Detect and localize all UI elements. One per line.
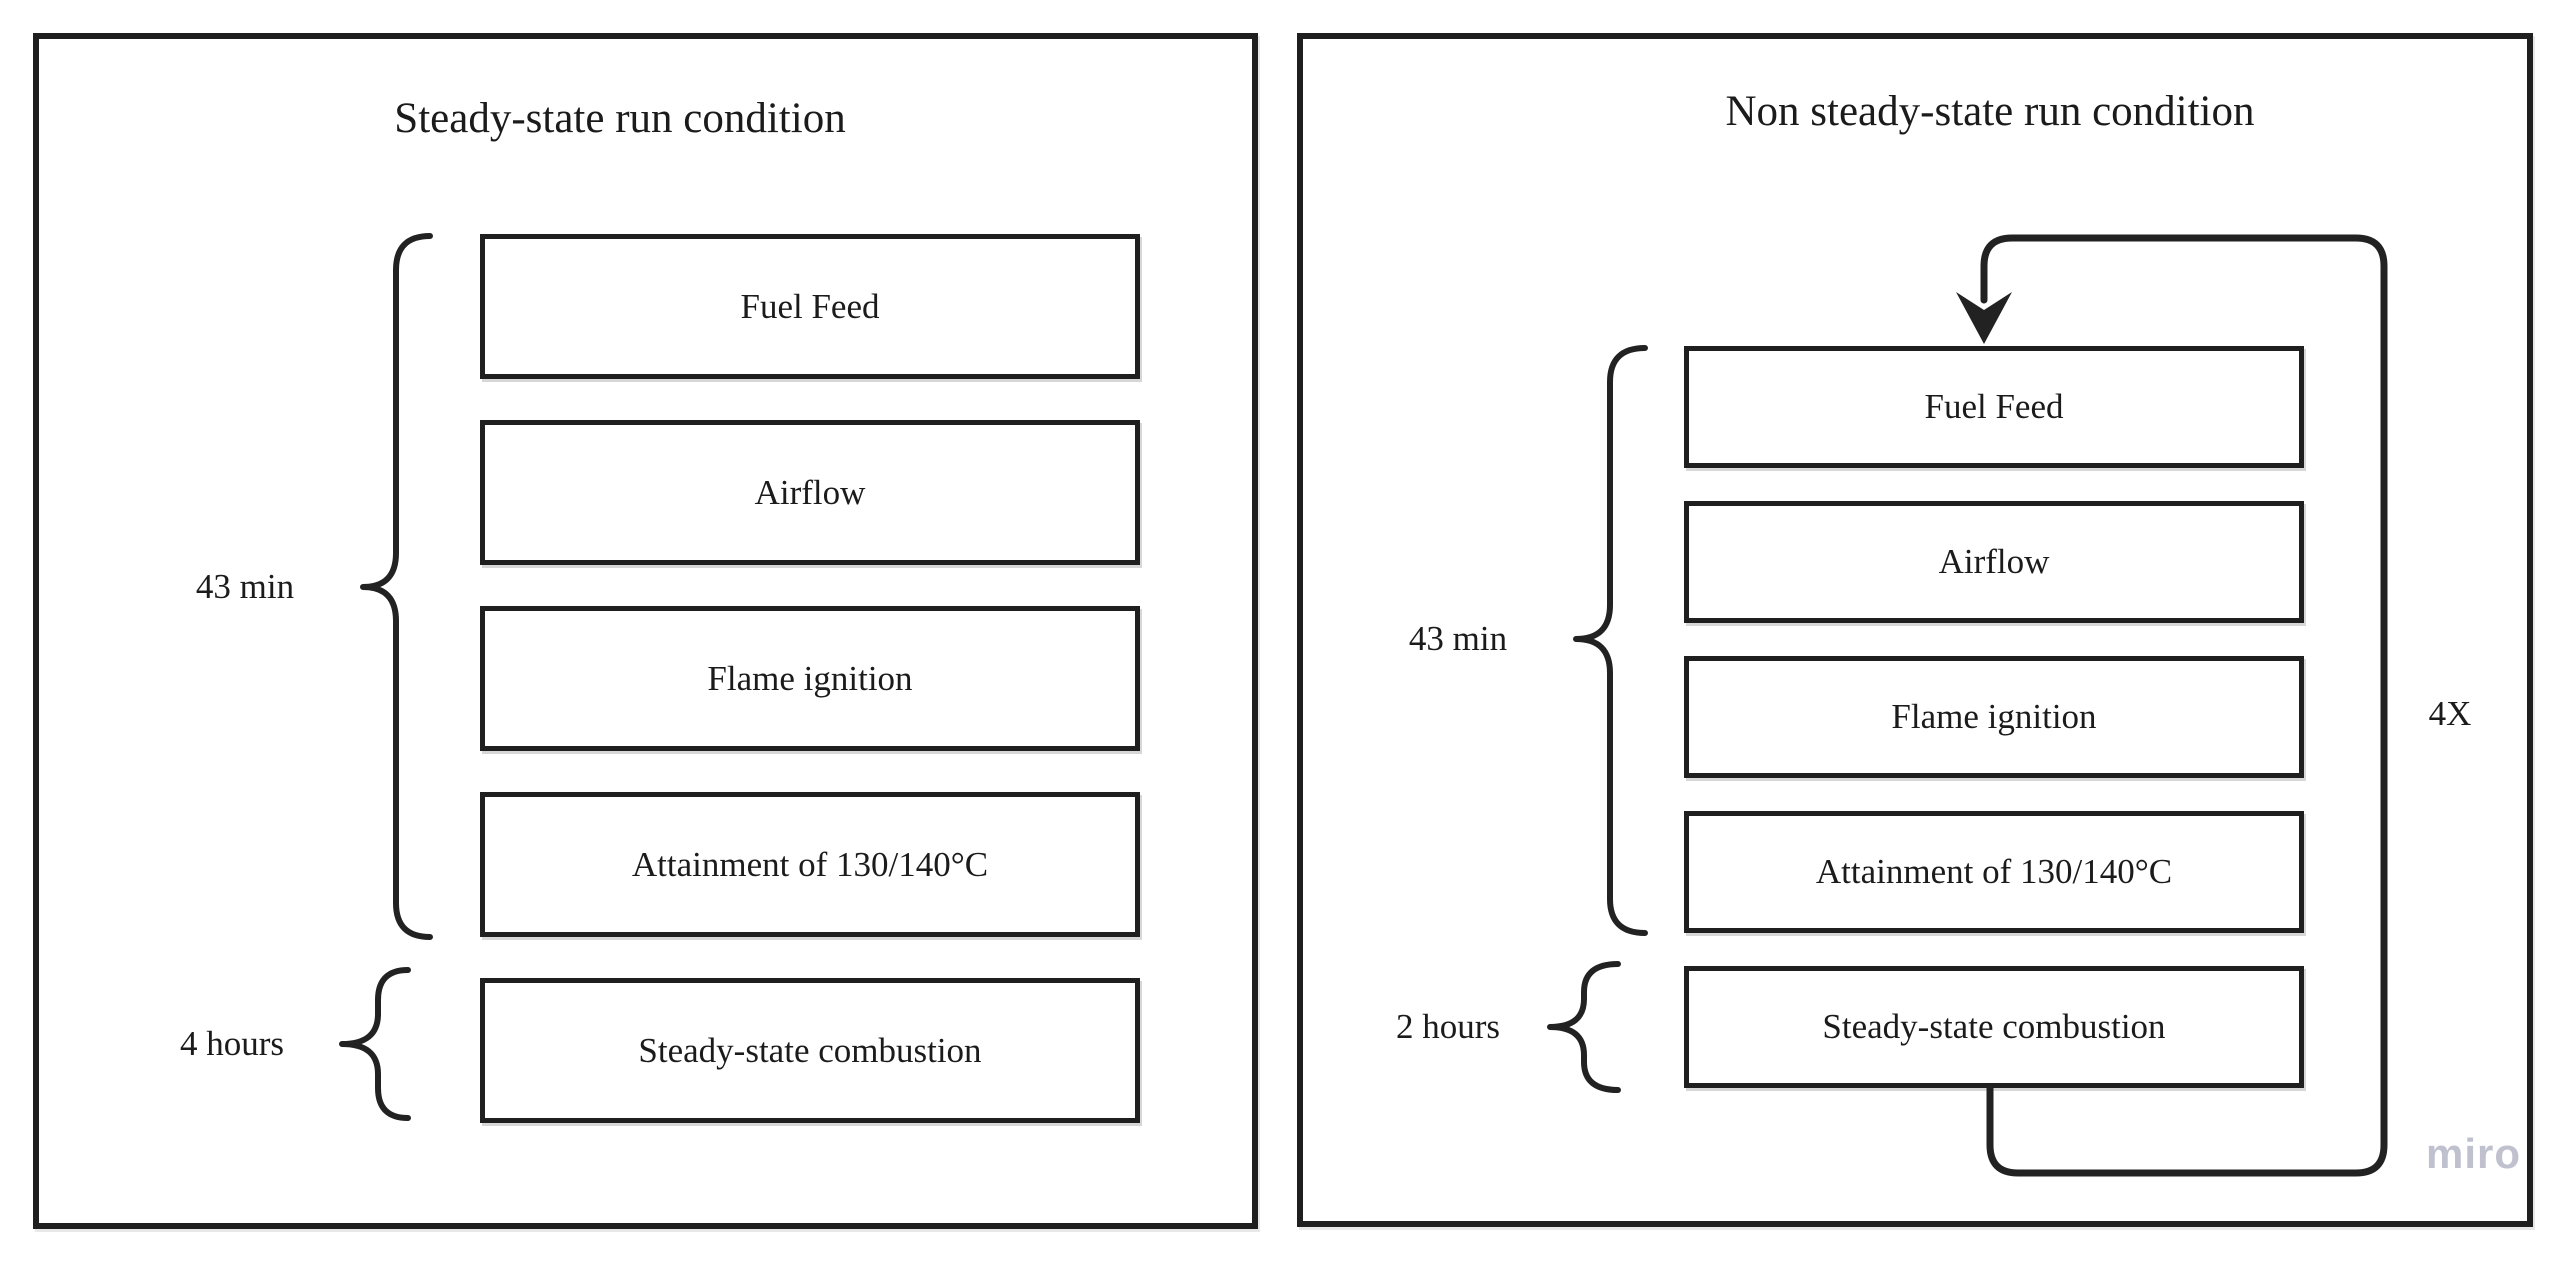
step-box-flame-ignition-left[interactable]: Flame ignition bbox=[480, 606, 1140, 751]
duration-label-43min-right: 43 min bbox=[1408, 619, 1508, 658]
step-box-attainment-right[interactable]: Attainment of 130/140°C bbox=[1684, 811, 2304, 933]
step-label: Fuel Feed bbox=[740, 286, 880, 326]
step-box-attainment-left[interactable]: Attainment of 130/140°C bbox=[480, 792, 1140, 937]
step-label: Flame ignition bbox=[1891, 697, 2097, 736]
step-box-flame-ignition-right[interactable]: Flame ignition bbox=[1684, 656, 2304, 778]
step-label: Steady-state combustion bbox=[1822, 1007, 2166, 1046]
step-label: Attainment of 130/140°C bbox=[1815, 852, 2173, 891]
step-label: Airflow bbox=[754, 472, 866, 512]
duration-label-2hours-right: 2 hours bbox=[1395, 1007, 1501, 1046]
left-panel-title: Steady-state run condition bbox=[394, 95, 846, 142]
duration-label-4hours-left: 4 hours bbox=[179, 1024, 285, 1063]
step-box-steady-state-combustion-left[interactable]: Steady-state combustion bbox=[480, 978, 1140, 1123]
step-label: Steady-state combustion bbox=[638, 1030, 982, 1070]
step-box-airflow-right[interactable]: Airflow bbox=[1684, 501, 2304, 623]
step-label: Airflow bbox=[1938, 542, 2050, 581]
step-box-fuel-feed-left[interactable]: Fuel Feed bbox=[480, 234, 1140, 379]
step-label: Fuel Feed bbox=[1924, 387, 2064, 426]
step-box-fuel-feed-right[interactable]: Fuel Feed bbox=[1684, 346, 2304, 468]
right-panel-title: Non steady-state run condition bbox=[1725, 88, 2255, 135]
step-box-steady-state-combustion-right[interactable]: Steady-state combustion bbox=[1684, 966, 2304, 1088]
miro-watermark: miro bbox=[2426, 1130, 2522, 1177]
loop-repetition-label: 4X bbox=[2428, 694, 2472, 733]
step-label: Flame ignition bbox=[707, 658, 913, 698]
step-box-airflow-left[interactable]: Airflow bbox=[480, 420, 1140, 565]
step-label: Attainment of 130/140°C bbox=[631, 844, 989, 884]
duration-label-43min-left: 43 min bbox=[195, 567, 295, 606]
